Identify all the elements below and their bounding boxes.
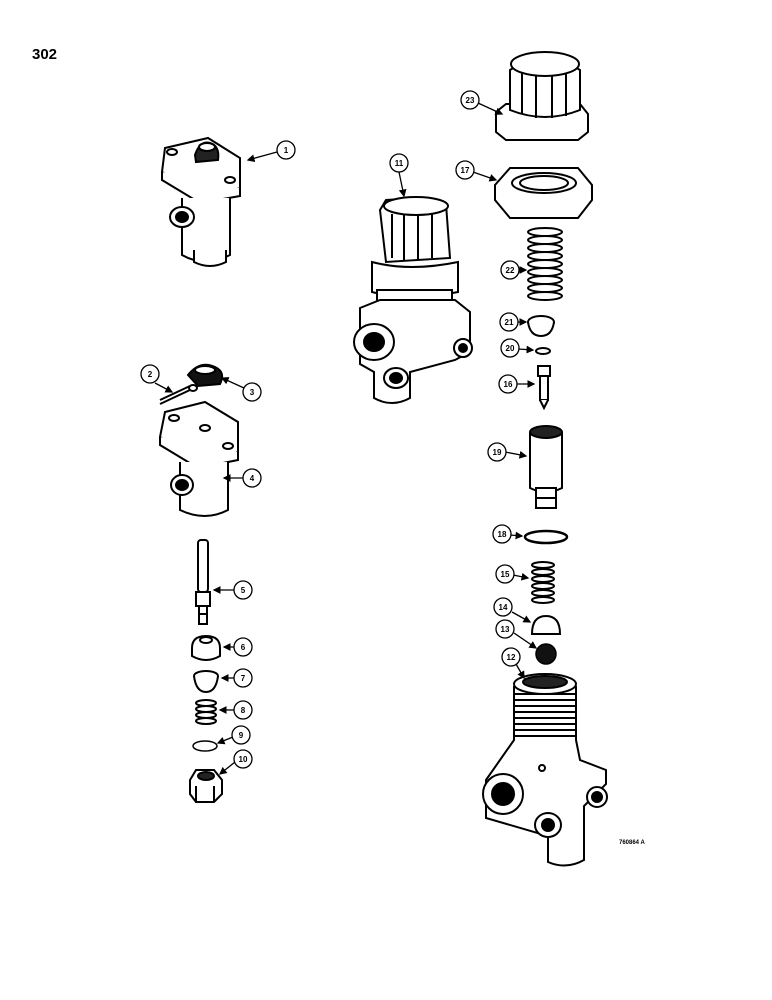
part-7-cup (193, 670, 219, 694)
callout-19-label: 19 (493, 448, 502, 457)
part-2-cotter-pin (159, 384, 198, 405)
part-11-valve-assembly (353, 196, 473, 404)
callout-12: 12 (501, 647, 525, 680)
callout-1: 1 (246, 140, 296, 163)
part-22-spring (527, 227, 563, 301)
callout-18-label: 18 (498, 530, 507, 539)
part-21-spring-seat (527, 315, 555, 338)
callout-11: 11 (389, 153, 409, 198)
drawing-number: 760864 A (619, 840, 645, 846)
callout-21-label: 21 (505, 318, 514, 327)
part-20-o-ring (535, 347, 551, 355)
callout-5-label: 5 (241, 586, 246, 595)
page-number: 302 (32, 46, 58, 63)
part-8-spring (195, 699, 217, 725)
part-17-locknut (494, 167, 593, 219)
callout-16-label: 16 (504, 380, 513, 389)
part-9-disc (192, 740, 218, 752)
part-19-sleeve (529, 425, 563, 509)
callout-23-label: 23 (466, 96, 475, 105)
part-3-button (186, 363, 224, 388)
part-4-valve-body (158, 400, 239, 517)
callout-2: 2 (140, 364, 174, 393)
callout-2-label: 2 (148, 370, 153, 379)
callout-7: 7 (220, 668, 253, 688)
callout-8-label: 8 (241, 706, 246, 715)
part-6-seat (191, 634, 221, 661)
callout-13-label: 13 (501, 625, 510, 634)
part-12-valve-body (482, 673, 608, 867)
callout-14: 14 (493, 597, 532, 623)
callout-10-label: 10 (239, 755, 248, 764)
callout-13: 13 (495, 619, 538, 649)
callout-18: 18 (492, 524, 524, 544)
part-16-pin (537, 365, 551, 411)
part-13-ball (535, 643, 557, 665)
callout-3: 3 (220, 377, 262, 402)
callout-15-label: 15 (501, 570, 510, 579)
part-1-valve-body-assembly (160, 136, 241, 267)
callout-9-label: 9 (239, 731, 244, 740)
part-10-hex-nut (189, 769, 223, 803)
callout-9: 9 (216, 725, 251, 745)
callout-7-label: 7 (241, 674, 246, 683)
callout-14-label: 14 (499, 603, 508, 612)
callout-21: 21 (499, 312, 528, 332)
callout-1-label: 1 (284, 146, 289, 155)
callout-5: 5 (212, 580, 253, 600)
callout-6: 6 (222, 637, 253, 657)
callout-15: 15 (495, 564, 530, 584)
part-23-cap (495, 51, 589, 141)
part-14-retainer (530, 614, 562, 635)
callout-10: 10 (218, 749, 253, 775)
callout-12-label: 12 (507, 653, 516, 662)
callout-8: 8 (218, 700, 253, 720)
callout-3-label: 3 (250, 388, 255, 397)
callout-4-label: 4 (250, 474, 255, 483)
callout-19: 19 (487, 442, 528, 462)
callout-22: 22 (500, 260, 528, 280)
part-18-o-ring (523, 529, 569, 545)
callout-17: 17 (455, 160, 498, 182)
callout-16: 16 (498, 374, 536, 394)
callout-11-label: 11 (395, 159, 404, 168)
callout-17-label: 17 (461, 166, 470, 175)
part-5-plunger (195, 539, 211, 625)
callout-23: 23 (460, 90, 504, 115)
callout-4: 4 (222, 468, 262, 488)
callout-6-label: 6 (241, 643, 246, 652)
callout-20: 20 (500, 338, 535, 358)
callout-20-label: 20 (506, 344, 515, 353)
part-15-spring (531, 561, 555, 604)
callout-22-label: 22 (506, 266, 515, 275)
